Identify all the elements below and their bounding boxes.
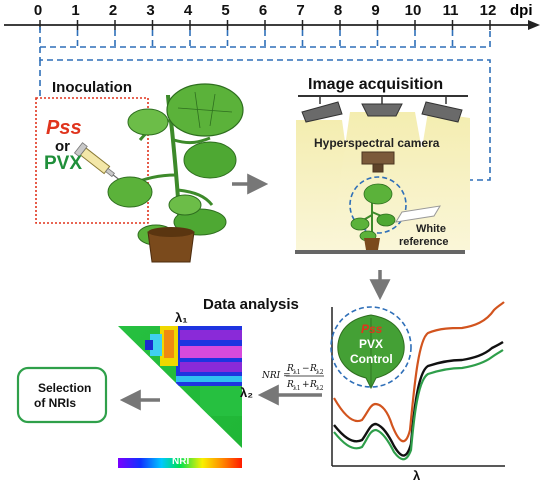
acquisition-chamber: [295, 95, 470, 254]
acquisition-title: Image acquisition: [308, 76, 444, 93]
data-analysis-title: Data analysis: [203, 296, 299, 313]
small-plant-icon: [350, 183, 396, 250]
timeline-tick-label: 12: [479, 2, 497, 19]
leaf-highlight-circle: [330, 306, 412, 388]
svg-text:R: R: [286, 364, 294, 374]
svg-text:−: −: [302, 364, 310, 374]
svg-text:λ1: λ1: [293, 369, 301, 376]
timeline-tick-label: 1: [71, 2, 80, 19]
white-reference-label-2: reference: [399, 236, 449, 248]
timeline-tick-label: 5: [221, 2, 230, 19]
svg-text:NRI =: NRI =: [261, 371, 291, 381]
svg-text:λ2: λ2: [316, 385, 324, 392]
lambda-1-label: λ₁: [175, 310, 188, 325]
pathogen-pvx-label: PVX: [44, 153, 83, 174]
timeline-tick-label: 0: [33, 2, 43, 19]
lamp-icon: [421, 101, 463, 123]
svg-text:R: R: [286, 380, 294, 390]
inoculation-title: Inoculation: [52, 79, 132, 96]
pathogen-pss-label: Pss: [46, 117, 82, 139]
timeline-tick-label: 9: [371, 2, 380, 19]
leaf-icon: [330, 306, 412, 390]
or-label: or: [55, 138, 70, 155]
syringe-icon: [73, 142, 125, 185]
lambda-2-label: λ₂: [240, 385, 254, 400]
leaf-pss-label: Pss: [361, 322, 383, 336]
timeline-tick-label: 2: [108, 2, 118, 19]
pvx-spectrum-line: [333, 349, 504, 461]
hyperspectral-camera-label: Hyperspectral camera: [314, 136, 440, 150]
svg-text:λ1: λ1: [293, 385, 301, 392]
nri-colorbar: [118, 458, 242, 468]
svg-text:λ2: λ2: [316, 369, 324, 376]
inoculation-box: [35, 97, 149, 224]
white-reference-label-1: White: [416, 223, 446, 235]
spectra-x-label: λ: [413, 468, 421, 483]
leaf-pvx-label: PVX: [359, 337, 384, 351]
nri-heatmap: [118, 326, 242, 468]
spectra-plot: [330, 301, 505, 467]
timeline-tick-label: 11: [442, 2, 459, 19]
timeline-axis: [4, 20, 540, 30]
plant-illustration: [107, 83, 244, 263]
timeline-tick-label: 10: [404, 2, 422, 19]
timeline-tick-label: 8: [333, 2, 343, 19]
selection-box: [16, 366, 108, 424]
chamber-floor: [295, 250, 465, 254]
selection-line-2: of NRIs: [34, 396, 76, 410]
white-reference-panel: [395, 205, 441, 223]
timeline-arrow-icon: [528, 20, 540, 30]
plant-highlight-circle: [349, 176, 407, 234]
timeline-unit: dpi: [510, 2, 533, 19]
camera-icon: [361, 151, 395, 165]
schedule-bracket: [39, 27, 491, 48]
timeline-tick-label: 4: [183, 2, 193, 19]
lamp-icon: [361, 103, 403, 117]
svg-text:R: R: [309, 364, 317, 374]
timeline-tick-marks: [39, 20, 491, 30]
selection-line-1: Selection: [38, 381, 92, 395]
pss-spectrum-line: [333, 301, 505, 443]
lamp-icon: [301, 101, 343, 123]
svg-text:R: R: [309, 380, 317, 390]
svg-text:+: +: [302, 380, 310, 390]
nri-colorbar-label: NRI: [172, 456, 190, 467]
timeline-tick-label: 7: [296, 2, 305, 19]
timeline-tick-label: 6: [258, 2, 268, 19]
leaf-control-label: Control: [350, 352, 393, 366]
schedule-drop-lines: [76, 30, 454, 47]
timeline-tick-label: 3: [146, 2, 155, 19]
